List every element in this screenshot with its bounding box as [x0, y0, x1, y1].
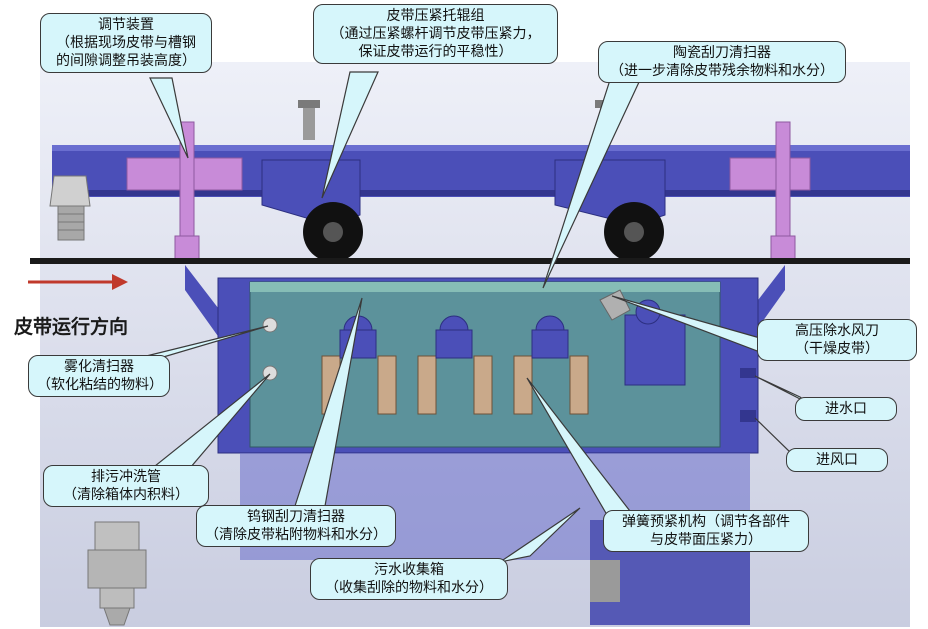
- callout-press-roller-title: 皮带压紧托辊组: [386, 8, 485, 24]
- callout-air-inlet: 进风口: [786, 448, 888, 472]
- callout-ceramic-title: 陶瓷刮刀清扫器: [673, 45, 771, 61]
- callout-water-inlet-title: 进水口: [825, 401, 867, 417]
- hanger-bracket-right: [729, 121, 811, 263]
- callout-air-inlet-title: 进风口: [816, 452, 858, 468]
- air-inlet: [740, 410, 756, 422]
- callout-flush: 排污冲洗管 （清除箱体内积料）: [43, 465, 209, 507]
- callout-tungsten: 钨钢刮刀清扫器 （清除皮带粘附物料和水分）: [196, 505, 396, 547]
- callout-spring: 弹簧预紧机构（调节各部件 与皮带面压紧力）: [603, 510, 809, 552]
- callout-press-roller-line2: 保证皮带运行的平稳性）: [358, 44, 513, 60]
- callout-pointers: [129, 71, 809, 563]
- callout-water-inlet: 进水口: [795, 397, 897, 421]
- press-roller-left: [261, 100, 363, 262]
- callout-spray: 雾化清扫器 （软化粘结的物料）: [28, 355, 170, 397]
- spiral-nozzle-icon: [87, 521, 147, 626]
- callout-adjust-title: 调节装置: [98, 17, 154, 33]
- flat-nozzle-icon: [49, 175, 91, 241]
- spray-nozzle: [262, 317, 278, 333]
- callout-press-roller-line1: （通过压紧螺杆调节皮带压紧力，: [330, 26, 541, 42]
- callout-flush-line1: （清除箱体内积料）: [63, 487, 189, 503]
- callout-tungsten-line1: （清除皮带粘附物料和水分）: [205, 527, 387, 543]
- callout-spray-title: 雾化清扫器: [64, 359, 134, 375]
- callout-air-knife-line1: （干燥皮带）: [795, 341, 879, 357]
- conveyor-belt: [30, 258, 910, 264]
- callout-adjust-line2: 的间隙调整吊装高度）: [56, 53, 196, 69]
- callout-air-knife-title: 高压除水风刀: [795, 323, 879, 339]
- scraper-heads: [339, 315, 569, 359]
- callout-ceramic-line1: （进一步清除皮带残余物料和水分）: [610, 63, 834, 79]
- callout-adjust-line1: （根据现场皮带与槽钢: [56, 35, 196, 51]
- air-knife-unit: [599, 289, 686, 386]
- callout-spray-line1: （软化粘结的物料）: [37, 377, 163, 393]
- callout-sewage-line1: （收集刮除的物料和水分）: [325, 580, 493, 596]
- callout-press-roller: 皮带压紧托辊组 （通过压紧螺杆调节皮带压紧力， 保证皮带运行的平稳性）: [313, 4, 558, 64]
- callout-spring-title: 弹簧预紧机构（调节各部件: [622, 514, 790, 530]
- direction-arrow-icon: [28, 274, 128, 290]
- callout-ceramic: 陶瓷刮刀清扫器 （进一步清除皮带残余物料和水分）: [598, 41, 846, 83]
- callout-sewage: 污水收集箱 （收集刮除的物料和水分）: [310, 558, 508, 600]
- direction-label: 皮带运行方向: [14, 316, 129, 338]
- callout-adjust: 调节装置 （根据现场皮带与槽钢 的间隙调整吊装高度）: [40, 13, 212, 73]
- callout-tungsten-title: 钨钢刮刀清扫器: [247, 509, 345, 525]
- callout-air-knife: 高压除水风刀 （干燥皮带）: [757, 319, 917, 361]
- callout-spring-line1: 与皮带面压紧力）: [650, 532, 762, 548]
- water-inlet: [740, 368, 756, 378]
- callout-sewage-title: 污水收集箱: [374, 562, 444, 578]
- callout-flush-title: 排污冲洗管: [91, 469, 161, 485]
